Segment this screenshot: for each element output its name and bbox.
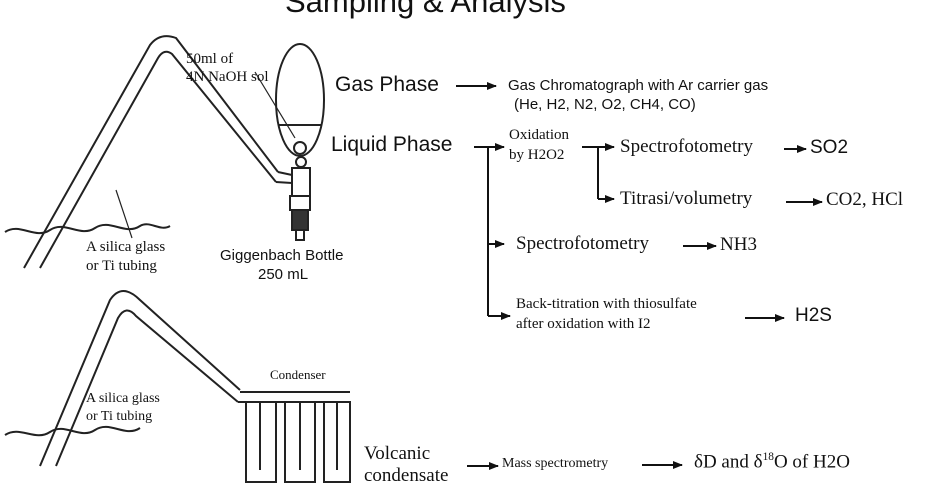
isotope-result: δD and δ18O of H2O bbox=[694, 451, 850, 473]
bottle-valve-ring bbox=[293, 141, 307, 155]
ground-line-top bbox=[4, 223, 171, 235]
tubing-top-inner bbox=[39, 50, 277, 269]
naoh-leader bbox=[254, 71, 296, 139]
h2s-result: H2S bbox=[795, 305, 832, 326]
isotope-result-part1: δD and δ bbox=[694, 451, 763, 473]
mass-spec-label: Mass spectrometry bbox=[502, 456, 609, 471]
bottle-stopcock bbox=[295, 156, 307, 168]
oxidation-line1: Oxidation bbox=[509, 127, 569, 143]
gas-method-line1: Gas Chromatograph with Ar carrier gas bbox=[508, 77, 769, 94]
bottle-label-line2: 250 mL bbox=[258, 266, 309, 283]
bottle-connector bbox=[275, 171, 293, 184]
back-titration-line2: after oxidation with I2 bbox=[516, 316, 651, 332]
tubing-top-outer bbox=[23, 35, 279, 269]
tubing-top-leader bbox=[115, 189, 133, 239]
back-titration-line1: Back-titration with thiosulfate bbox=[516, 296, 697, 312]
naoh-label-line2: 4N NaOH sol bbox=[186, 69, 269, 85]
titrasi-label: Titrasi/volumetry bbox=[620, 188, 753, 209]
bottle-tap bbox=[291, 209, 309, 231]
so2-result: SO2 bbox=[810, 137, 849, 158]
isotope-result-part2: O of H2O bbox=[773, 451, 850, 473]
condensate-label-line1: Volcanic bbox=[364, 443, 431, 464]
gas-phase-label: Gas Phase bbox=[335, 73, 439, 96]
liquid-phase-label: Liquid Phase bbox=[331, 133, 453, 156]
bottle-body bbox=[275, 43, 325, 157]
ground-line-bottom bbox=[4, 425, 141, 437]
tubing-bottom-label-line1: A silica glass bbox=[86, 391, 160, 406]
co2-hcl-result: CO2, HCl bbox=[826, 189, 904, 210]
condenser-manifold bbox=[238, 391, 350, 403]
page-title: Sampling & Analysis bbox=[285, 0, 566, 19]
condenser-label: Condenser bbox=[270, 367, 326, 382]
tubing-bottom-inner bbox=[55, 309, 239, 467]
bottle-tip bbox=[295, 229, 305, 241]
tubing-bottom-outer bbox=[39, 290, 241, 467]
naoh-label-line1: 50ml of bbox=[186, 51, 234, 67]
isotope-result-sup: 18 bbox=[762, 451, 774, 463]
flow-arrows bbox=[456, 82, 823, 470]
bottle-label-line1: Giggenbach Bottle bbox=[220, 247, 344, 264]
spectro1-label: Spectrofotometry bbox=[620, 136, 753, 157]
gas-method-line2: (He, H2, N2, O2, CH4, CO) bbox=[514, 96, 696, 113]
condensate-label-line2: condensate bbox=[364, 465, 449, 486]
bottle-neck bbox=[291, 167, 311, 197]
top-apparatus bbox=[4, 35, 325, 269]
oxidation-line2: by H2O2 bbox=[509, 147, 565, 163]
bottle-valve bbox=[289, 195, 311, 211]
tubing-bottom-label-line2: or Ti tubing bbox=[86, 409, 153, 424]
nh3-result: NH3 bbox=[720, 234, 757, 255]
tubing-top-label-line1: A silica glass bbox=[86, 239, 166, 255]
spectro2-label: Spectrofotometry bbox=[516, 233, 649, 254]
bottom-apparatus bbox=[4, 290, 351, 483]
tubing-top-label-line2: or Ti tubing bbox=[86, 258, 157, 274]
